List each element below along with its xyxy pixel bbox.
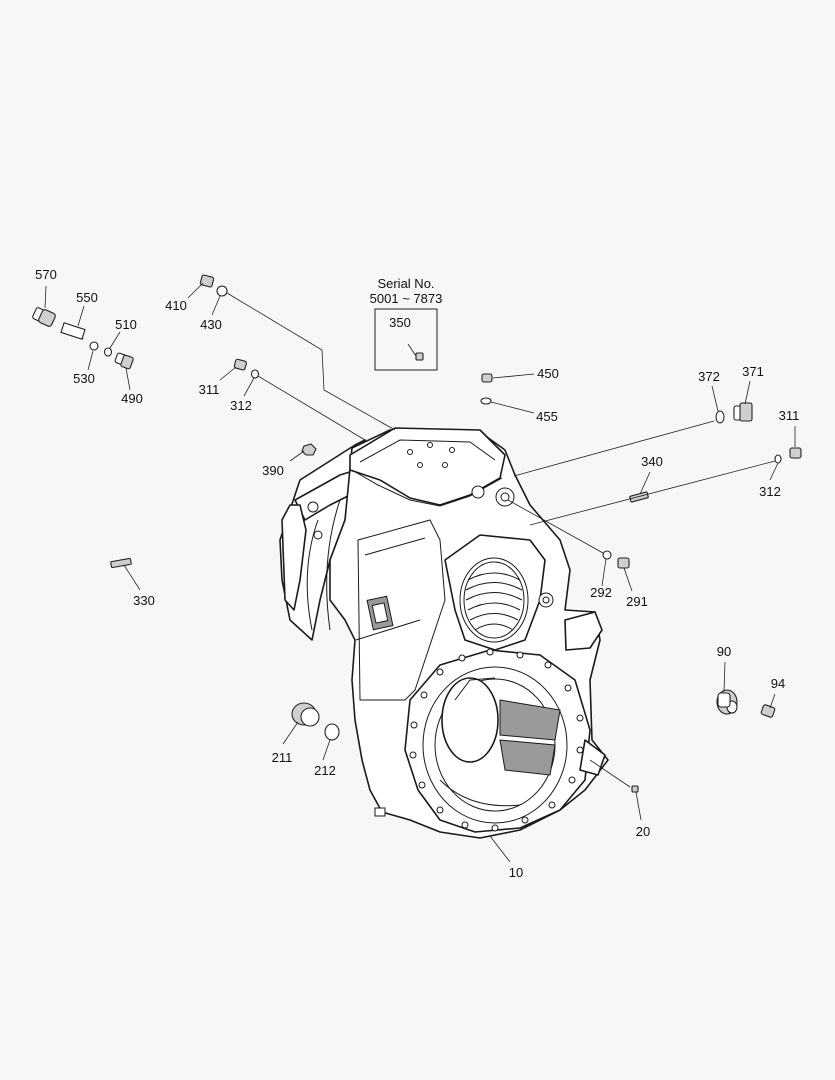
part-430-ring: [216, 285, 228, 297]
part-label-450: 450: [537, 366, 559, 381]
part-label-94: 94: [771, 676, 785, 691]
part-292-ring: [602, 550, 612, 560]
part-311-plug: [233, 358, 247, 371]
part-90-cover: [716, 689, 738, 715]
part-label-350: 350: [389, 315, 411, 330]
part-label-510: 510: [115, 317, 137, 332]
serial-range: 5001 ~ 7873: [370, 291, 443, 306]
part-label-410: 410: [165, 298, 187, 313]
part-label-430: 430: [200, 317, 222, 332]
serial-number-box: Serial No. 5001 ~ 7873 350: [370, 276, 443, 371]
part-label-570: 570: [35, 267, 57, 282]
part-340-fitting: [629, 491, 649, 503]
leader-lines: [44, 282, 796, 863]
part-570-plug: [32, 307, 56, 327]
part-label-550: 550: [76, 290, 98, 305]
part-550-spring: [60, 322, 86, 340]
part-label-291: 291: [626, 594, 648, 609]
part-label-212: 212: [314, 763, 336, 778]
part-label-340: 340: [641, 454, 663, 469]
part-390-bolt: [301, 443, 317, 456]
part-372-ring: [715, 410, 725, 424]
part-label-311-right: 311: [779, 408, 800, 423]
part-330-fitting: [110, 557, 132, 569]
part-label-372: 372: [698, 369, 720, 384]
part-label-530: 530: [73, 371, 95, 386]
transmission-housing: [279, 427, 609, 839]
part-371-plug: [733, 402, 753, 422]
part-label-292: 292: [590, 585, 612, 600]
part-label-371: 371: [742, 364, 764, 379]
part-455-ring: [480, 397, 492, 405]
part-label-330: 330: [133, 593, 155, 608]
part-label-455: 455: [536, 409, 558, 424]
part-label-490: 490: [121, 391, 143, 406]
part-20-pin: [631, 785, 639, 793]
part-450-plug: [481, 373, 493, 383]
part-label-90: 90: [717, 644, 731, 659]
part-label-211: 211: [272, 750, 293, 765]
part-211-plug: [291, 702, 320, 727]
part-350-plug: [415, 352, 424, 361]
part-label-311: 311: [199, 382, 220, 397]
part-510-ring: [103, 347, 113, 357]
part-label-20: 20: [636, 824, 650, 839]
part-212-ring: [324, 723, 340, 741]
part-labels: 570 550 510 530 490 410 430 311 312 390 …: [35, 267, 799, 880]
part-490-plug: [114, 352, 134, 370]
part-312-ring-right: [774, 454, 782, 464]
part-312-ring: [250, 369, 260, 379]
part-311-plug-right: [789, 447, 802, 459]
serial-title: Serial No.: [377, 276, 434, 291]
part-530-ball: [89, 341, 99, 351]
part-label-312: 312: [230, 398, 252, 413]
part-94-screw: [760, 704, 776, 718]
part-label-10: 10: [509, 865, 523, 880]
part-410-plug: [199, 274, 215, 288]
part-label-390: 390: [262, 463, 284, 478]
part-label-312-right: 312: [759, 484, 781, 499]
part-291-plug: [617, 557, 630, 569]
